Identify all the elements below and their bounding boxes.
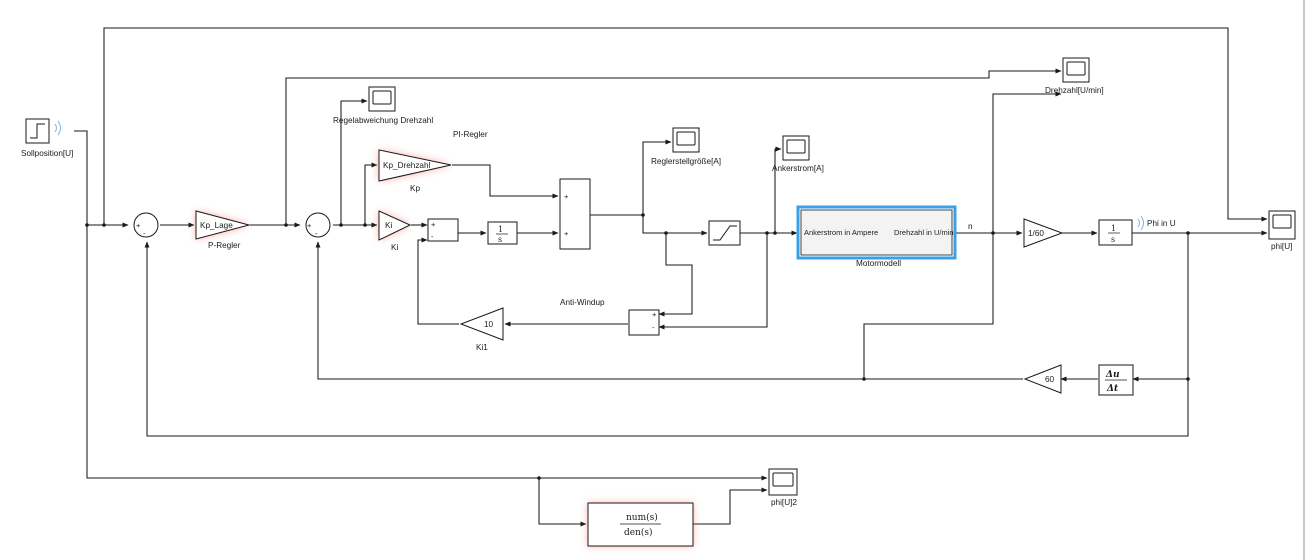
signal-n-label: n xyxy=(968,222,973,231)
scope-ankerstrom[interactable]: Ankerstrom[A] xyxy=(772,135,824,173)
phi-2-label: phi[U]2 xyxy=(771,498,797,507)
gain-1-60-text: 1/60 xyxy=(1028,229,1044,238)
sollposition-label: Sollposition[U] xyxy=(21,149,73,158)
scope-reglerstellgroesse[interactable]: Reglerstellgröße[A] xyxy=(651,127,721,166)
tf-denominator: den(s) xyxy=(624,527,653,538)
svg-text:s: s xyxy=(1111,235,1115,244)
motormodell-subsystem[interactable]: Ankerstrom in Ampere Drehzahl in U/min M… xyxy=(796,205,957,268)
gain-60[interactable]: 60 xyxy=(1023,364,1062,394)
svg-text:Δt: Δt xyxy=(1106,384,1119,394)
sum-block-speed[interactable]: + - xyxy=(305,212,331,238)
reglerstellgroesse-label: Reglerstellgröße[A] xyxy=(651,157,721,166)
sum-block-pi[interactable]: + + xyxy=(559,178,591,250)
svg-text:+: + xyxy=(564,192,569,201)
svg-text:1: 1 xyxy=(498,225,503,234)
svg-text:s: s xyxy=(498,235,502,244)
gain-ki[interactable]: Ki Ki xyxy=(378,210,412,252)
phi-label: phi[U] xyxy=(1271,242,1292,251)
kp-drehzahl-text: Kp_Drehzahl xyxy=(383,161,431,170)
integrator-phi[interactable]: 1 s Phi in U xyxy=(1098,215,1176,246)
junction-dots xyxy=(85,213,1190,480)
svg-text:-: - xyxy=(431,232,434,241)
ki1-label: Ki1 xyxy=(476,343,488,352)
gain-60-text: 60 xyxy=(1045,375,1055,384)
derivative-block[interactable]: Δu Δt xyxy=(1098,364,1134,396)
transfer-fcn-block[interactable]: num(s) den(s) xyxy=(587,502,694,547)
pi-regler-label: PI-Regler xyxy=(453,130,488,139)
ki-text: Ki xyxy=(385,221,392,230)
svg-text:-: - xyxy=(143,229,146,238)
gain-kp-lage[interactable]: Kp_Lage P-Regler xyxy=(195,210,251,250)
integrator-pi[interactable]: 1 s xyxy=(487,221,518,245)
drehzahl-label: Drehzahl[U/min] xyxy=(1045,86,1104,95)
regelabweichung-label: Regelabweichung Drehzahl xyxy=(333,116,433,125)
gain-1-60[interactable]: 1/60 xyxy=(1023,218,1064,248)
svg-text:+: + xyxy=(564,229,569,238)
svg-text:+: + xyxy=(652,310,657,319)
gain-10-text: 10 xyxy=(484,320,494,329)
tf-numerator: num(s) xyxy=(626,512,658,523)
svg-text:Δu: Δu xyxy=(1105,370,1120,380)
anti-windup-label: Anti-Windup xyxy=(560,298,605,307)
svg-text:+: + xyxy=(136,221,141,230)
sum-block-antiwindup[interactable]: + - xyxy=(427,218,459,242)
motormodell-label: Motormodell xyxy=(856,259,901,268)
phi-in-u-label: Phi in U xyxy=(1147,219,1176,228)
svg-text:-: - xyxy=(652,323,655,332)
p-regler-label: P-Regler xyxy=(208,241,241,250)
saturation-block[interactable] xyxy=(708,220,741,246)
svg-text:+: + xyxy=(307,221,312,230)
kp-label: Kp xyxy=(410,184,420,193)
ki-label: Ki xyxy=(391,243,398,252)
signal-lines xyxy=(74,27,1268,527)
svg-text:-: - xyxy=(315,229,318,238)
sum-block-position[interactable]: + - xyxy=(133,212,159,238)
gain-kp-drehzahl[interactable]: Kp_Drehzahl Kp xyxy=(378,149,452,193)
scope-phi[interactable]: phi[U] xyxy=(1268,210,1296,251)
sum-block-sat-diff[interactable]: + - xyxy=(628,309,660,336)
scope-phi-2[interactable]: phi[U]2 xyxy=(768,468,798,507)
gain-ki1[interactable]: 10 Ki1 xyxy=(459,307,504,352)
motor-input-port: Ankerstrom in Ampere xyxy=(804,228,878,237)
scope-regelabweichung[interactable]: Regelabweichung Drehzahl xyxy=(333,86,433,125)
ankerstrom-label: Ankerstrom[A] xyxy=(772,164,824,173)
motor-output-port: Drehzahl in U/min xyxy=(894,228,954,237)
svg-text:+: + xyxy=(431,220,436,229)
sollposition-step-block[interactable]: Sollposition[U] xyxy=(21,118,73,158)
scope-drehzahl[interactable]: Drehzahl[U/min] xyxy=(1045,57,1104,95)
svg-text:1: 1 xyxy=(1111,224,1116,233)
kp-lage-text: Kp_Lage xyxy=(200,221,233,230)
